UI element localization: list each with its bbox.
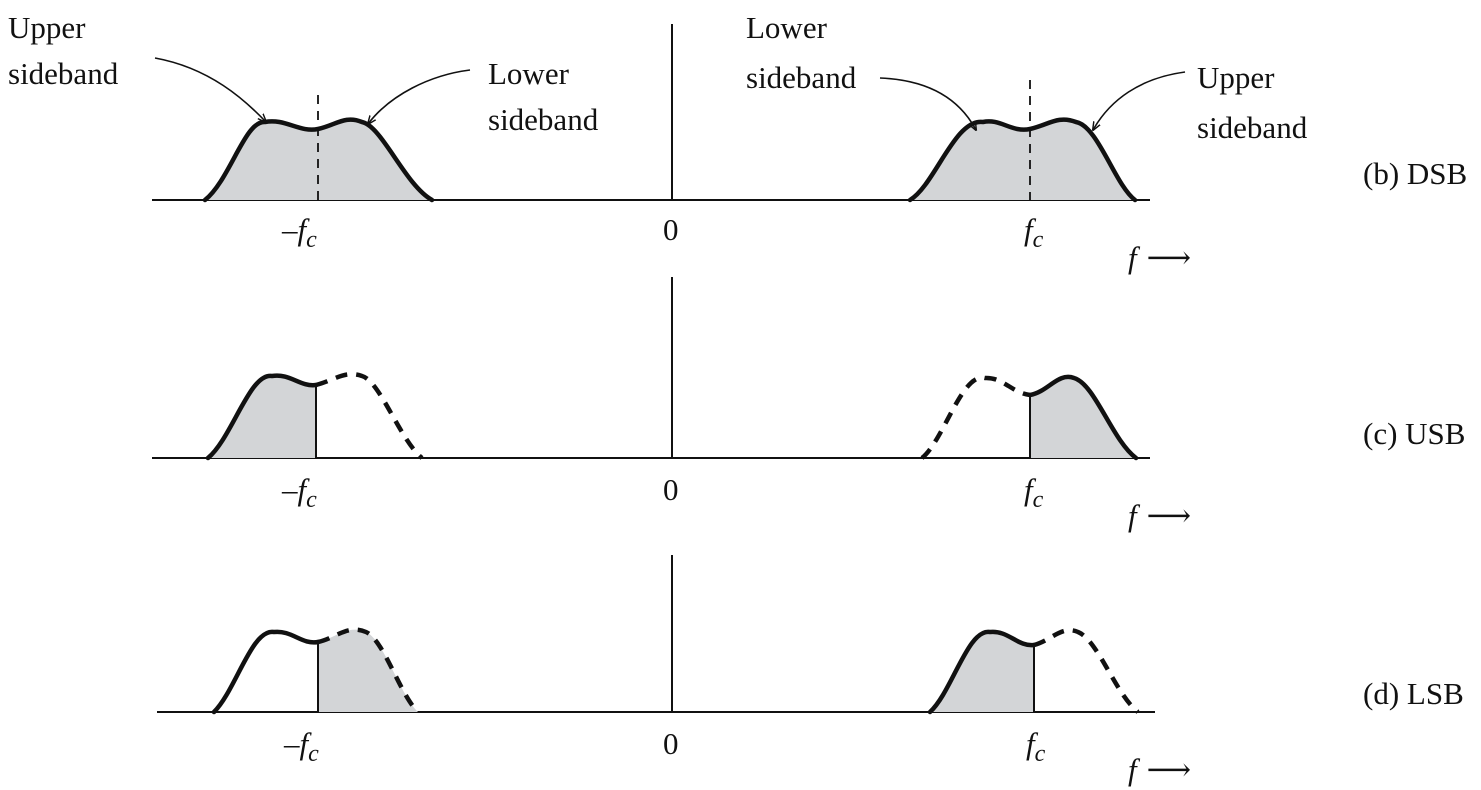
dsb-axis-label: f⟶ <box>1128 240 1191 275</box>
lsb-tick-zero: 0 <box>663 726 679 761</box>
dsb-left-lower-arrow <box>368 69 471 124</box>
lsb-right-band-outline <box>927 629 1037 715</box>
lsb-right-band-fill <box>930 631 1034 712</box>
dsb-right-upper-label: Upper sideband <box>1197 60 1308 145</box>
usb-caption: (c) USB <box>1363 416 1465 451</box>
lsb-axis-label: f⟶ <box>1128 752 1191 787</box>
lsb-caption: (d) LSB <box>1363 676 1464 711</box>
lsb-tick-neg: –fc <box>283 726 319 767</box>
usb-right-band-fill <box>1030 376 1136 458</box>
usb-left-removed-band <box>315 371 424 460</box>
usb-tick-neg: –fc <box>281 472 317 513</box>
dsb-tick-zero: 0 <box>663 212 679 247</box>
usb-left-band-outline <box>205 373 319 461</box>
dsb-right-upper-arrow <box>1093 71 1186 130</box>
dsb-caption: (b) DSB <box>1363 156 1467 191</box>
dsb-right-lower-label: Lower sideband <box>746 10 857 95</box>
dsb-right-lower-arrow <box>879 77 976 130</box>
dsb-right-band-fill <box>910 119 1135 200</box>
lsb-right-removed-band <box>1033 628 1140 714</box>
panel-lsb: –fc 0 fc f⟶ (d) LSB <box>157 555 1464 787</box>
lsb-left-band-fill <box>318 629 418 712</box>
usb-left-band-fill <box>208 375 316 458</box>
usb-right-removed-band <box>920 375 1031 460</box>
usb-right-band-outline <box>1027 374 1139 461</box>
dsb-left-lower-label: Lower sideband <box>488 56 599 137</box>
dsb-left-upper-label: Upper sideband <box>8 10 119 91</box>
dsb-tick-neg: –fc <box>281 212 317 253</box>
usb-tick-zero: 0 <box>663 472 679 507</box>
usb-axis-label: f⟶ <box>1128 498 1191 533</box>
lsb-tick-pos: fc <box>1026 726 1046 767</box>
lsb-left-kept-band <box>317 627 420 714</box>
dsb-left-upper-arrow <box>154 57 266 122</box>
lsb-left-band-outline <box>211 629 321 715</box>
panel-dsb: Upper sideband Lower sideband Lower side… <box>8 10 1467 275</box>
usb-tick-pos: fc <box>1024 472 1044 513</box>
dsb-tick-pos: fc <box>1024 212 1044 253</box>
panel-usb: –fc 0 fc f⟶ (c) USB <box>152 277 1465 533</box>
